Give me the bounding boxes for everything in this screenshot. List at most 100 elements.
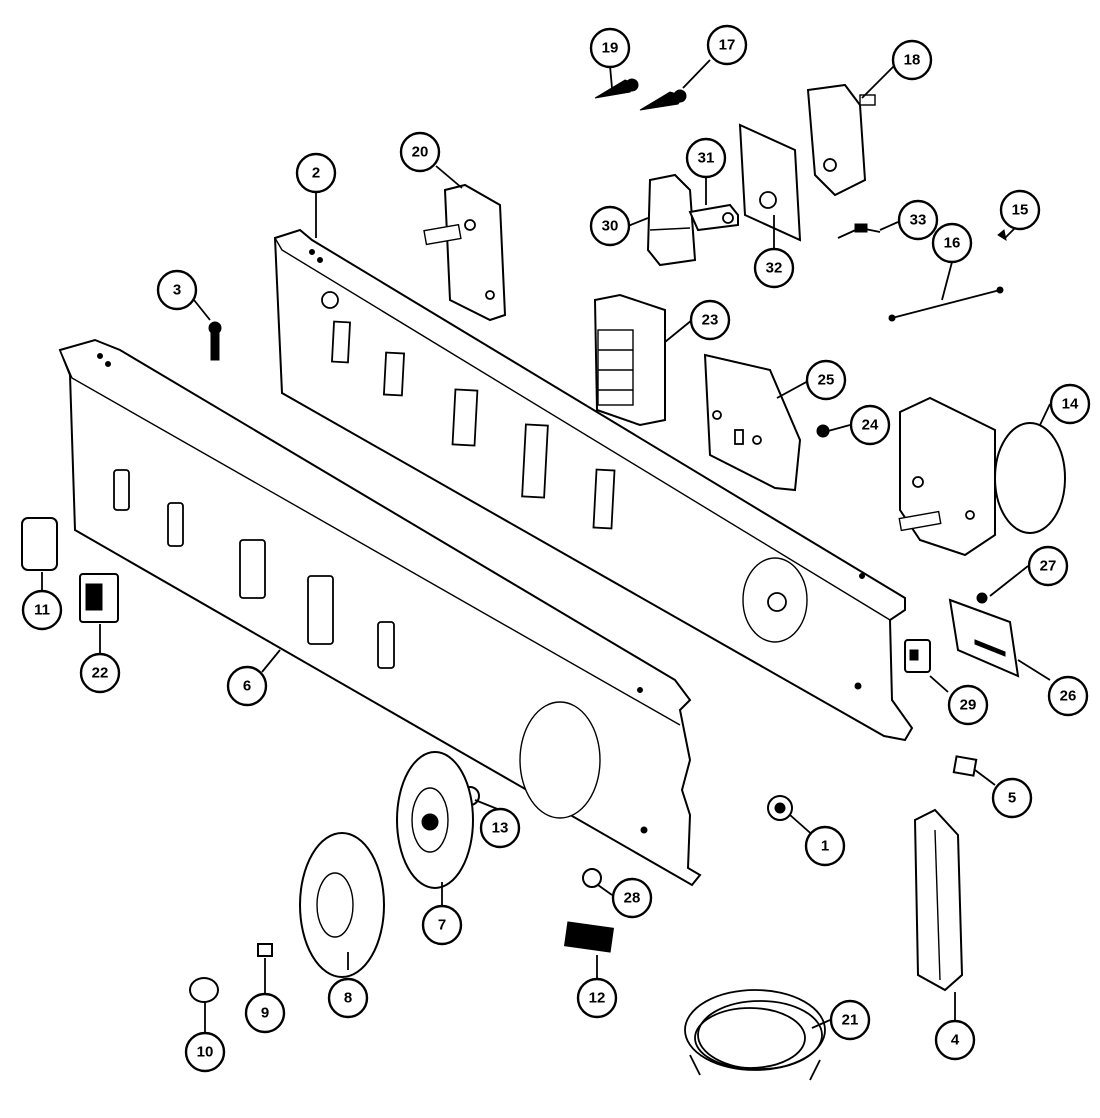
callout-label: 29 xyxy=(960,697,977,714)
callout-label: 23 xyxy=(702,312,719,329)
callout-label: 28 xyxy=(624,890,641,907)
wire-harness-21-drawing xyxy=(684,989,826,1081)
clip-15-drawing xyxy=(997,229,1007,242)
knob-8-drawing xyxy=(299,832,385,978)
mounting-plate-drawing xyxy=(738,123,802,242)
button-28-drawing xyxy=(582,868,602,888)
callout-27: 27 xyxy=(1027,545,1069,587)
callout-label: 7 xyxy=(438,917,446,934)
callout-label: 33 xyxy=(910,212,927,229)
callout-label: 11 xyxy=(34,602,50,619)
front-control-panel-drawing xyxy=(58,338,702,887)
rear-control-panel-drawing xyxy=(273,228,914,742)
connector-29-drawing xyxy=(904,639,931,673)
callout-12: 12 xyxy=(576,977,618,1019)
callout-29: 29 xyxy=(947,684,989,726)
leader-lines xyxy=(41,59,1051,1033)
callout-18: 18 xyxy=(891,39,933,81)
push-switch-drawing xyxy=(646,173,697,267)
switch-bracket-drawing xyxy=(423,183,507,322)
screw-24-drawing xyxy=(816,424,830,438)
callout-label: 6 xyxy=(243,678,251,695)
callout-21: 21 xyxy=(829,999,871,1041)
screw-27-drawing xyxy=(976,592,988,604)
callout-1: 1 xyxy=(804,825,846,867)
callout-label: 19 xyxy=(602,40,619,57)
switch-block-23-drawing xyxy=(593,293,666,427)
wire-jumper-33-drawing xyxy=(837,223,881,239)
callout-label: 17 xyxy=(719,37,736,54)
callout-16: 16 xyxy=(931,222,973,264)
callout-26: 26 xyxy=(1047,675,1089,717)
callout-label: 3 xyxy=(173,282,181,299)
callout-2: 2 xyxy=(295,152,337,194)
callout-label: 15 xyxy=(1012,202,1029,219)
callout-label: 8 xyxy=(344,990,352,1007)
callout-label: 13 xyxy=(492,820,509,837)
callout-10: 10 xyxy=(184,1031,226,1073)
callout-31: 31 xyxy=(685,137,727,179)
callout-label: 1 xyxy=(821,838,829,855)
callout-label: 9 xyxy=(261,1005,269,1022)
timer-bracket-drawing xyxy=(806,83,876,197)
callout-8: 8 xyxy=(327,977,369,1019)
plug-1-drawing xyxy=(767,795,793,821)
pad-12-drawing xyxy=(563,921,615,953)
indicator-11-drawing xyxy=(21,517,58,571)
callout-14: 14 xyxy=(1049,383,1091,425)
callout-22: 22 xyxy=(79,652,121,694)
knob-7-drawing xyxy=(396,751,474,889)
callout-label: 26 xyxy=(1060,688,1077,705)
callout-4: 4 xyxy=(934,1019,976,1061)
circuit-board-26-drawing xyxy=(948,598,1020,678)
wire-16-drawing xyxy=(888,286,1004,322)
callout-25: 25 xyxy=(805,359,847,401)
clip-5-drawing xyxy=(952,755,978,777)
callout-5: 5 xyxy=(991,777,1033,819)
callout-23: 23 xyxy=(689,299,731,341)
callout-28: 28 xyxy=(611,877,653,919)
callout-label: 18 xyxy=(904,52,921,69)
callout-label: 2 xyxy=(312,165,320,182)
callout-label: 14 xyxy=(1062,396,1079,413)
callout-30: 30 xyxy=(589,205,631,247)
callout-label: 10 xyxy=(197,1044,214,1061)
callout-label: 32 xyxy=(766,260,783,277)
callout-label: 31 xyxy=(698,150,715,167)
timer-motor-14-drawing xyxy=(898,396,1066,557)
callout-label: 30 xyxy=(602,218,619,235)
callout-label: 25 xyxy=(818,372,835,389)
callout-label: 24 xyxy=(862,417,879,434)
callout-label: 21 xyxy=(842,1012,859,1029)
clip-9-drawing xyxy=(257,943,273,957)
cap-10-drawing xyxy=(189,977,219,1003)
callout-6: 6 xyxy=(226,665,268,707)
housing-25-drawing xyxy=(703,353,802,492)
screw-17-drawing xyxy=(639,89,687,111)
callout-3: 3 xyxy=(156,269,198,311)
screw-19-drawing xyxy=(594,78,639,99)
callout-15: 15 xyxy=(999,189,1041,231)
callout-20: 20 xyxy=(399,131,441,173)
callout-label: 12 xyxy=(589,990,606,1007)
callout-33: 33 xyxy=(897,199,939,241)
callout-17: 17 xyxy=(706,24,748,66)
end-cap-4-drawing xyxy=(913,808,964,992)
callouts: 1 2 3 4 5 6 7 8 9 10 11 12 13 14 15 16 1… xyxy=(21,24,1091,1073)
callout-label: 5 xyxy=(1008,790,1016,807)
callout-24: 24 xyxy=(849,404,891,446)
callout-label: 4 xyxy=(951,1032,960,1049)
callout-7: 7 xyxy=(421,904,463,946)
callout-label: 27 xyxy=(1040,558,1057,575)
screw-3-drawing xyxy=(208,321,222,361)
callout-13: 13 xyxy=(479,807,521,849)
callout-11: 11 xyxy=(21,589,63,631)
callout-label: 16 xyxy=(944,235,961,252)
callout-19: 19 xyxy=(589,27,631,69)
callout-32: 32 xyxy=(753,247,795,289)
callout-9: 9 xyxy=(244,992,286,1034)
callout-label: 20 xyxy=(412,144,429,161)
lever-drawing xyxy=(688,203,739,232)
callout-label: 22 xyxy=(92,665,109,682)
